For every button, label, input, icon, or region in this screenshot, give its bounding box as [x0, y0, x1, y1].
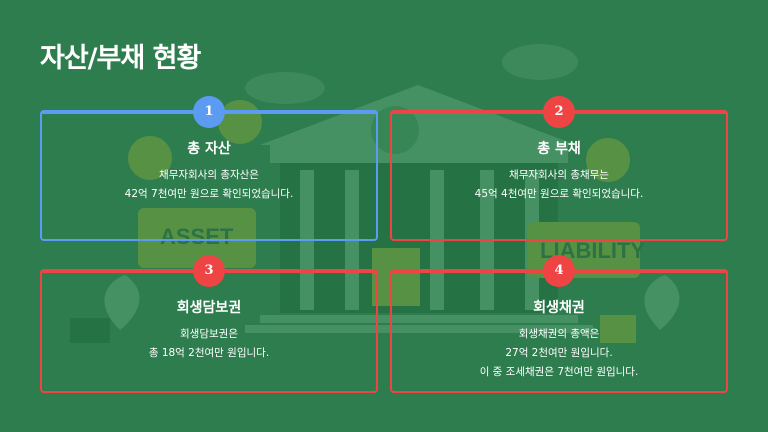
card-text: 채무자회사의 총자산은 [159, 169, 259, 181]
step-badge-1: 1 [193, 96, 225, 128]
card-text: 27억 2천여만 원입니다. [505, 347, 613, 359]
card-text: 채무자회사의 총채무는 [509, 169, 609, 181]
asset-label: ASSET [160, 224, 234, 249]
page-title: 자산/부채 현황 [40, 43, 201, 74]
card-text: 총 18억 2천여만 원입니다. [148, 347, 270, 359]
card-heading: 회생채권 [533, 300, 585, 316]
card-heading: 총 부채 [537, 141, 581, 157]
card-heading: 회생담보권 [176, 300, 242, 316]
step-badge-3: 3 [193, 255, 225, 287]
card-secured-claims: 3 회생담보권 회생담보권은 총 18억 2천여만 원입니다. [40, 255, 378, 393]
card-unsecured-claims: 4 회생채권 회생채권의 총액은 27억 2천여만 원입니다. 이 중 조세채권… [390, 255, 728, 393]
card-text: 42억 7천여만 원으로 확인되었습니다. [124, 188, 294, 200]
card-text: 45억 4천여만 원으로 확인되었습니다. [474, 188, 644, 200]
card-text: 회생채권의 총액은 [518, 328, 600, 340]
step-badge-4: 4 [543, 255, 575, 287]
step-badge-2: 2 [543, 96, 575, 128]
card-total-liabilities: 2 총 부채 채무자회사의 총채무는 45억 4천여만 원으로 확인되었습니다. [390, 96, 728, 241]
card-text: 회생담보권은 [180, 328, 238, 340]
card-text: 이 중 조세채권은 7천여만 원입니다. [479, 366, 639, 378]
card-total-assets: 1 총 자산 채무자회사의 총자산은 42억 7천여만 원으로 확인되었습니다. [40, 96, 378, 241]
card-heading: 총 자산 [187, 141, 231, 157]
